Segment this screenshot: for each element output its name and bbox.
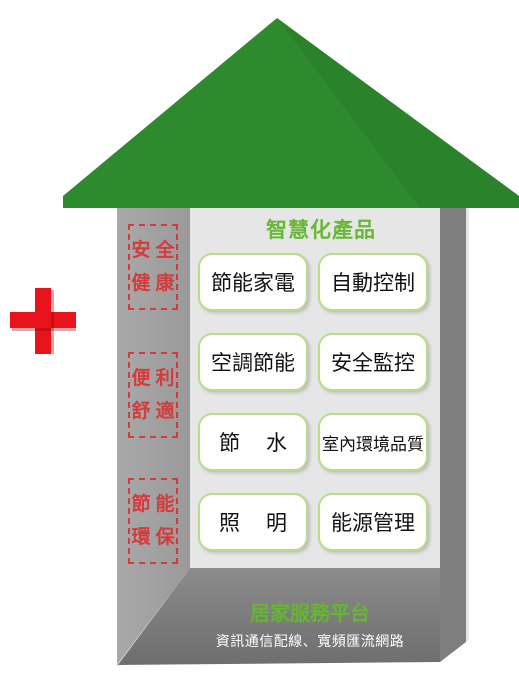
benefit-energy-environment: 節能 環保 [128,478,178,564]
product-indoor-environment: 室內環境品質 [318,413,428,471]
product-hvac-saving: 空調節能 [198,333,308,391]
product-label: 空調節能 [211,351,295,375]
floor [117,568,440,666]
roof [63,18,519,208]
benefit-convenience-comfort: 便利 舒適 [128,352,178,438]
benefit-line: 便利 [131,367,180,389]
benefit-line: 節能 [131,493,180,515]
benefit-line: 舒適 [131,400,180,422]
benefit-line: 環保 [131,526,180,548]
benefit-safety-health: 安全 健康 [128,224,178,310]
product-security-monitoring: 安全監控 [318,333,428,391]
product-lighting: 照明 [198,493,308,551]
benefit-line: 安全 [131,239,180,261]
product-label: 自動控制 [331,271,415,295]
product-label: 節能家電 [211,271,295,295]
right-wall [440,206,466,662]
product-energy-management: 能源管理 [318,493,428,551]
product-label: 安全監控 [331,351,415,375]
product-label: 節水 [219,431,313,455]
platform-title: 居家服務平台 [250,601,370,625]
product-label: 能源管理 [331,511,415,535]
product-water-saving: 節水 [198,413,308,471]
product-auto-control: 自動控制 [318,253,428,311]
benefit-line: 健康 [131,272,180,294]
product-label: 照明 [219,511,313,535]
left-wall [117,206,190,665]
plus-icon [10,288,76,354]
products-title: 智慧化產品 [266,218,376,242]
platform-subtitle: 資訊通信配線、寬頻匯流網路 [215,634,405,650]
product-energy-appliances: 節能家電 [198,253,308,311]
product-label: 室內環境品質 [322,434,424,455]
